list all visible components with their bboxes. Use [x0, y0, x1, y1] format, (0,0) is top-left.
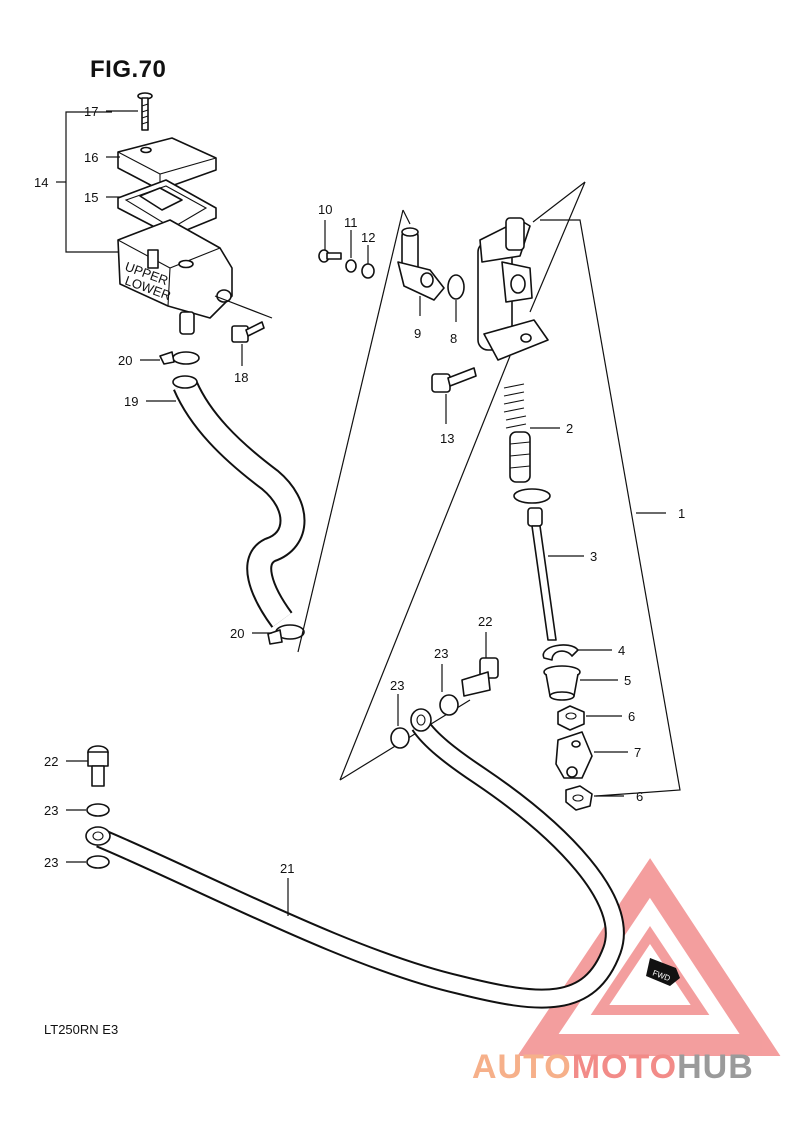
part-14-master-cylinder-reservoir: UPPER LOWER	[117, 219, 233, 335]
callout-13: 13	[440, 431, 454, 446]
part-12-washer	[361, 263, 375, 279]
callout-23-b: 23	[390, 678, 404, 693]
callout-11: 11	[344, 215, 358, 230]
callout-3: 3	[590, 549, 597, 564]
part-17-screw	[137, 92, 153, 131]
callout-22-left: 22	[44, 754, 58, 769]
part-6-nut-lower	[565, 785, 593, 811]
part-18-bolt	[231, 321, 265, 343]
callout-7: 7	[634, 745, 641, 760]
guide-line-left	[297, 209, 404, 653]
part-5-boot	[543, 665, 581, 701]
callout-15: 15	[84, 190, 98, 205]
part-23-washer-b	[390, 727, 410, 749]
callout-20-lower: 20	[230, 626, 244, 641]
callout-2: 2	[566, 421, 573, 436]
watermark-word-hub: HUB	[677, 1048, 754, 1086]
callout-18: 18	[234, 370, 248, 385]
leader-reservoir-mount	[214, 295, 273, 319]
part-23-washer-a	[439, 694, 459, 716]
guide-line-left-top	[402, 209, 411, 225]
watermark-word-auto: AUTO	[472, 1048, 572, 1086]
part-6-nut-upper	[557, 705, 585, 731]
callout-23-a: 23	[434, 646, 448, 661]
callout-12: 12	[361, 230, 375, 245]
part-15-diaphragm-plate	[117, 179, 217, 237]
figure-title: FIG.70	[90, 56, 167, 83]
master-cylinder-body	[477, 217, 549, 361]
part-21-brake-hose	[85, 708, 625, 1009]
part-4-circlip	[542, 644, 579, 661]
watermark-word-moto: MOTO	[571, 1048, 678, 1086]
callout-19: 19	[124, 394, 138, 409]
callout-5: 5	[624, 673, 631, 688]
part-10-screw	[318, 249, 342, 263]
callout-4: 4	[618, 643, 625, 658]
part-13-bolt	[431, 367, 477, 393]
callout-14: 14	[34, 175, 48, 190]
callout-8: 8	[450, 331, 457, 346]
callout-21: 21	[280, 861, 294, 876]
callout-6-lower: 6	[636, 789, 643, 804]
model-code: LT250RN E3	[44, 1022, 119, 1037]
part-8-o-ring	[447, 274, 465, 300]
callout-23-d: 23	[44, 855, 58, 870]
part-22-union-bolt-upper	[461, 657, 499, 697]
bracket-14	[65, 111, 118, 253]
part-23-washer-c	[86, 803, 110, 817]
callout-10: 10	[318, 202, 332, 217]
guide-line-long	[339, 355, 511, 781]
fwd-direction-tag: FWD	[646, 958, 680, 986]
part-20-hose-clip-upper	[159, 351, 200, 365]
callout-22-upper: 22	[478, 614, 492, 629]
bracket-1	[540, 219, 681, 797]
part-7-clevis	[555, 731, 593, 779]
part-9-hose-union	[397, 227, 445, 301]
part-19-reservoir-hose	[172, 375, 306, 628]
callout-23-c: 23	[44, 803, 58, 818]
part-11-washer	[345, 259, 357, 273]
callout-17: 17	[84, 104, 98, 119]
part-2-piston-spring	[503, 383, 551, 504]
part-20-hose-clip-lower	[267, 624, 305, 645]
part-23-washer-d	[86, 855, 110, 869]
callout-16: 16	[84, 150, 98, 165]
part-3-push-rod	[527, 507, 557, 641]
guide-line-top	[532, 181, 586, 223]
callout-9: 9	[414, 326, 421, 341]
watermark-brand-text: AUTOMOTOHUB	[472, 1048, 754, 1087]
part-22-union-bolt-left	[87, 745, 109, 787]
callout-1: 1	[678, 506, 685, 521]
callout-6-upper: 6	[628, 709, 635, 724]
watermark-triangle-logo	[517, 858, 781, 1056]
callout-20-upper: 20	[118, 353, 132, 368]
guide-line-cylinder	[529, 181, 586, 313]
